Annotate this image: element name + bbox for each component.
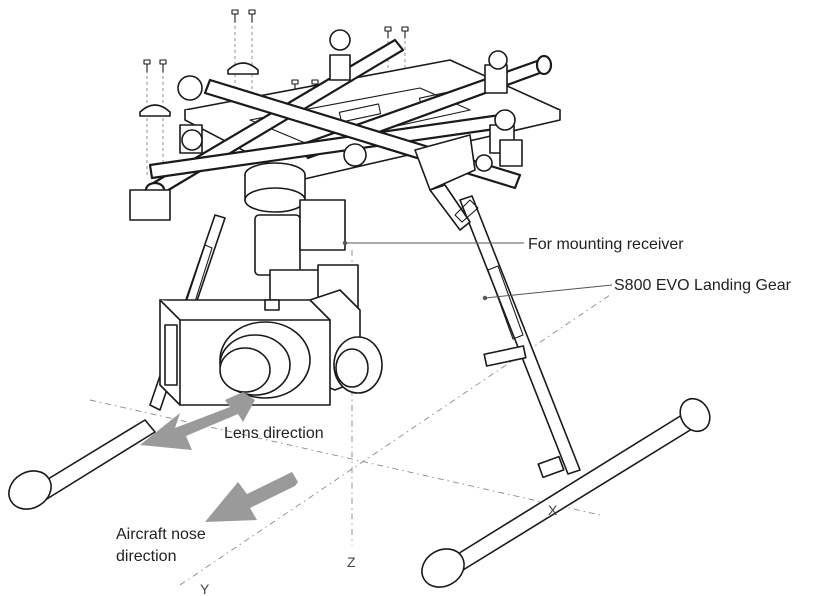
landing-gear-leader bbox=[484, 284, 613, 299]
lens-direction-arrow bbox=[140, 392, 255, 450]
retract-servo-bracket bbox=[414, 134, 523, 231]
camera bbox=[159, 299, 383, 406]
camera-lens bbox=[219, 321, 311, 399]
landing-gear-label: S800 EVO Landing Gear bbox=[614, 277, 792, 294]
nose-direction-label-line1: Aircraft nose bbox=[116, 526, 206, 543]
axis-x-label: X bbox=[548, 502, 558, 518]
leader-lines bbox=[342, 240, 613, 301]
lens-direction-label: Lens direction bbox=[224, 425, 324, 442]
labels: For mounting receiver S800 EVO Landing G… bbox=[116, 236, 792, 596]
gimbal-motor bbox=[333, 336, 383, 394]
x-axis-line bbox=[89, 399, 601, 516]
right-landing-strut bbox=[459, 195, 581, 479]
gimbal-top-mount bbox=[244, 162, 306, 213]
nose-direction-label-line2: direction bbox=[116, 548, 176, 565]
receiver-label: For mounting receiver bbox=[528, 236, 684, 253]
screws bbox=[143, 9, 409, 93]
arm-mounts bbox=[129, 29, 516, 221]
landing-skids bbox=[8, 397, 711, 588]
aircraft-nose-arrow bbox=[205, 472, 298, 522]
axis-y-label: Y bbox=[200, 581, 210, 596]
direction-arrows bbox=[140, 392, 298, 522]
y-axis-line bbox=[179, 294, 611, 586]
axis-z-label: Z bbox=[347, 554, 356, 570]
